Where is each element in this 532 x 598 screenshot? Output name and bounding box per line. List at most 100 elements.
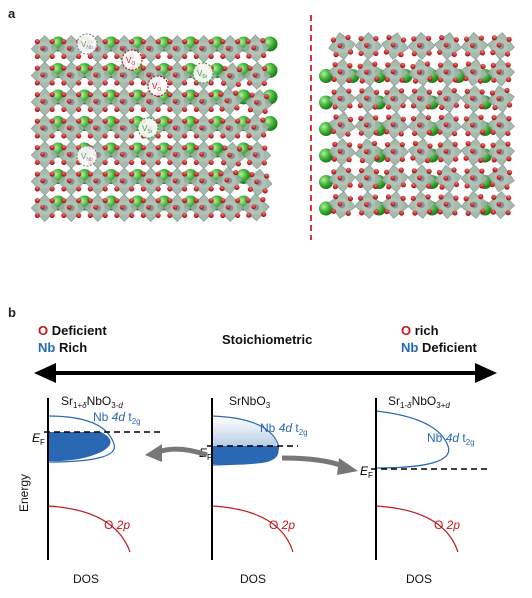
arrow-to-right <box>281 455 344 469</box>
nbo6-octahedron <box>328 191 356 219</box>
vacancy-marker: VO <box>121 49 143 71</box>
dos-label-right: DOS <box>406 572 432 586</box>
nbo6-octahedron <box>83 87 112 117</box>
nbo6-octahedron <box>83 193 112 223</box>
nbo6-octahedron <box>216 114 245 143</box>
svg-text:Nb 4d t2g: Nb 4d t2g <box>427 431 475 447</box>
nbo6-octahedron <box>136 167 165 196</box>
nbo6-octahedron <box>328 58 356 87</box>
center-header: Stoichiometric <box>222 332 313 347</box>
nbo6-octahedron <box>163 61 192 90</box>
nbo6-octahedron <box>241 113 270 142</box>
nbo6-octahedron <box>407 191 436 219</box>
vacancy-marker: VSr <box>192 62 214 84</box>
nbo6-octahedron <box>189 114 218 143</box>
left-header: O Deficient Nb Rich <box>38 322 107 356</box>
nbo6-octahedron <box>460 85 489 113</box>
nbo6-octahedron <box>354 31 383 61</box>
nbo6-octahedron <box>57 114 86 143</box>
nbo6-octahedron <box>434 111 462 140</box>
nbo6-octahedron <box>487 85 515 113</box>
svg-text:O 2p: O 2p <box>104 518 130 532</box>
right-nb-symbol: Nb <box>401 340 419 355</box>
svg-text:VSr: VSr <box>142 124 153 135</box>
energy-axis-label: Energy <box>17 474 31 512</box>
arrow-to-right-head <box>337 458 358 475</box>
nbo6-octahedron <box>434 32 462 60</box>
nbo6-octahedron <box>381 32 409 60</box>
nbo6-octahedron <box>136 34 165 64</box>
nbo6-octahedron <box>407 85 436 113</box>
dos-left: EF Nb 4d t2g O 2p <box>32 398 160 560</box>
lattice-right <box>319 31 515 219</box>
svg-text:VNb: VNb <box>81 40 93 51</box>
nbo6-octahedron <box>136 193 165 223</box>
dos-center: EF Nb 4d t2g O 2p <box>199 398 308 560</box>
left-o-text: Deficient <box>51 323 107 338</box>
nbo6-octahedron <box>434 191 462 219</box>
nbo6-octahedron <box>407 111 436 140</box>
nbo6-octahedron <box>110 167 139 196</box>
nbo6-octahedron <box>328 138 356 166</box>
nbo6-octahedron <box>460 164 489 193</box>
right-o-symbol: O <box>401 323 412 338</box>
sr-atom <box>319 201 333 216</box>
nbo6-octahedron <box>241 34 270 63</box>
dos-label-left: DOS <box>73 572 99 586</box>
nbo6-octahedron <box>354 111 383 140</box>
left-nb-symbol: Nb <box>38 340 56 355</box>
nbo6-octahedron <box>83 61 112 90</box>
nbo6-octahedron <box>487 164 515 193</box>
composition-arrow <box>34 363 497 383</box>
dos-right: EF Nb 4d t2g O 2p <box>360 398 490 560</box>
nbo6-octahedron <box>30 87 59 117</box>
nbo6-octahedron <box>30 167 59 196</box>
formula-left: Sr1+δNbO3-d <box>61 394 123 410</box>
nbo6-octahedron <box>243 141 272 170</box>
nbo6-octahedron <box>434 85 462 113</box>
nbo6-octahedron <box>354 164 383 193</box>
nbo6-octahedron <box>57 34 86 64</box>
nbo6-octahedron <box>244 168 273 197</box>
left-nb-text: Rich <box>58 340 88 355</box>
nbo6-octahedron <box>214 87 243 116</box>
nbo6-octahedron <box>460 111 489 140</box>
svg-text:O 2p: O 2p <box>269 518 295 532</box>
nbo6-octahedron <box>83 167 112 196</box>
nbo6-octahedron <box>163 193 192 223</box>
nbo6-octahedron <box>189 87 218 117</box>
nbo6-octahedron <box>460 58 489 87</box>
dos-label-center: DOS <box>240 572 266 586</box>
nb-band-curve-right <box>375 410 450 469</box>
nbo6-octahedron <box>381 58 409 87</box>
nbo6-octahedron <box>407 58 436 87</box>
nbo6-octahedron <box>244 89 273 118</box>
lattice-left <box>30 34 278 223</box>
nbo6-octahedron <box>433 58 463 87</box>
nbo6-octahedron <box>460 191 489 219</box>
vacancy-marker: VO <box>147 75 169 97</box>
right-header: O rich Nb Deficient <box>401 322 477 356</box>
nb-band-curve-left <box>47 415 116 463</box>
nbo6-octahedron <box>354 58 383 87</box>
nb-band-curve-center <box>211 415 280 466</box>
nbo6-octahedron <box>110 193 139 223</box>
nbo6-octahedron <box>163 34 192 64</box>
svg-text:EF: EF <box>360 464 373 480</box>
svg-text:Nb 4d t2g: Nb 4d t2g <box>260 421 308 437</box>
formula-center: SrNbO3 <box>229 394 271 410</box>
nbo6-octahedron <box>30 34 59 64</box>
nbo6-octahedron <box>487 191 515 219</box>
nbo6-octahedron <box>487 58 515 87</box>
svg-text:Nb 4d t2g: Nb 4d t2g <box>93 410 141 426</box>
nbo6-octahedron <box>487 138 515 166</box>
nbo6-octahedron <box>110 140 139 170</box>
svg-text:O 2p: O 2p <box>434 518 460 532</box>
right-nb-text: Deficient <box>421 340 477 355</box>
left-o-symbol: O <box>38 323 49 338</box>
nbo6-octahedron <box>214 166 243 195</box>
nbo6-octahedron <box>30 140 59 170</box>
o2p-curve-right <box>375 505 459 553</box>
